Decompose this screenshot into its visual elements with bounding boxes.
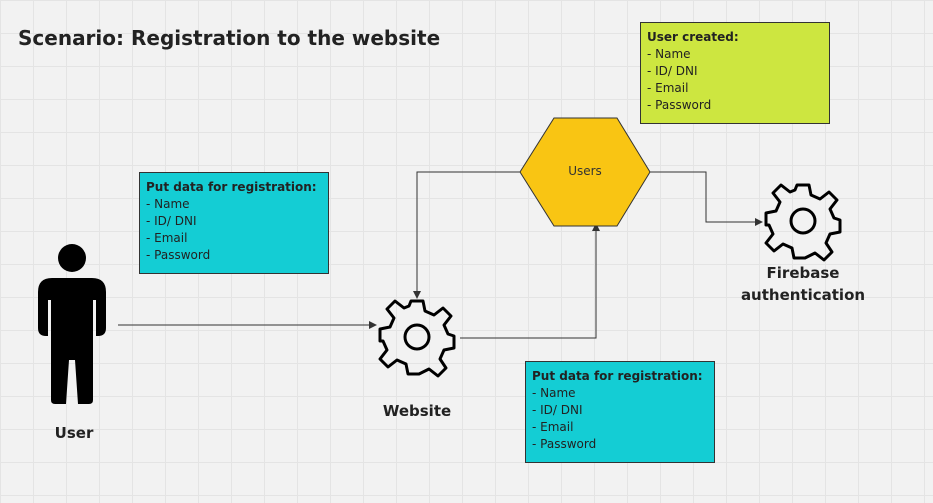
gear-icon bbox=[378, 299, 456, 378]
user-label: User bbox=[54, 424, 94, 442]
connector-website-to-users bbox=[460, 223, 600, 339]
note-line: - Name bbox=[532, 386, 576, 400]
firebase-label-line: authentication bbox=[740, 286, 866, 304]
note-website-registration-data: Put data for registration: - Name - ID/ … bbox=[525, 361, 715, 463]
firebase-label-line: Firebase bbox=[766, 264, 840, 282]
note-heading: Put data for registration: bbox=[532, 369, 703, 383]
note-line: - ID/ DNI bbox=[647, 64, 698, 78]
note-user-created: User created: - Name - ID/ DNI - Email -… bbox=[640, 22, 830, 124]
connector-users-to-firebase bbox=[650, 171, 763, 226]
gear-icon bbox=[764, 183, 842, 262]
users-db-label: Users bbox=[568, 164, 602, 178]
note-line: - ID/ DNI bbox=[532, 403, 583, 417]
note-line: - Password bbox=[647, 98, 712, 112]
firebase-label: Firebase authentication bbox=[733, 262, 873, 306]
note-line: - ID/ DNI bbox=[146, 214, 197, 228]
note-line: - Name bbox=[647, 47, 691, 61]
note-line: - Email bbox=[146, 231, 188, 245]
note-heading: User created: bbox=[647, 30, 739, 44]
note-heading: Put data for registration: bbox=[146, 180, 317, 194]
note-line: - Name bbox=[146, 197, 190, 211]
connector-users-to-website bbox=[413, 171, 520, 299]
note-line: - Password bbox=[532, 437, 597, 451]
website-label: Website bbox=[382, 402, 452, 420]
note-line: - Email bbox=[532, 420, 574, 434]
note-user-registration-data: Put data for registration: - Name - ID/ … bbox=[139, 172, 329, 274]
diagram-title: Scenario: Registration to the website bbox=[18, 26, 441, 50]
users-hexagon bbox=[519, 117, 651, 227]
person-icon bbox=[38, 244, 106, 404]
note-line: - Password bbox=[146, 248, 211, 262]
note-line: - Email bbox=[647, 81, 689, 95]
